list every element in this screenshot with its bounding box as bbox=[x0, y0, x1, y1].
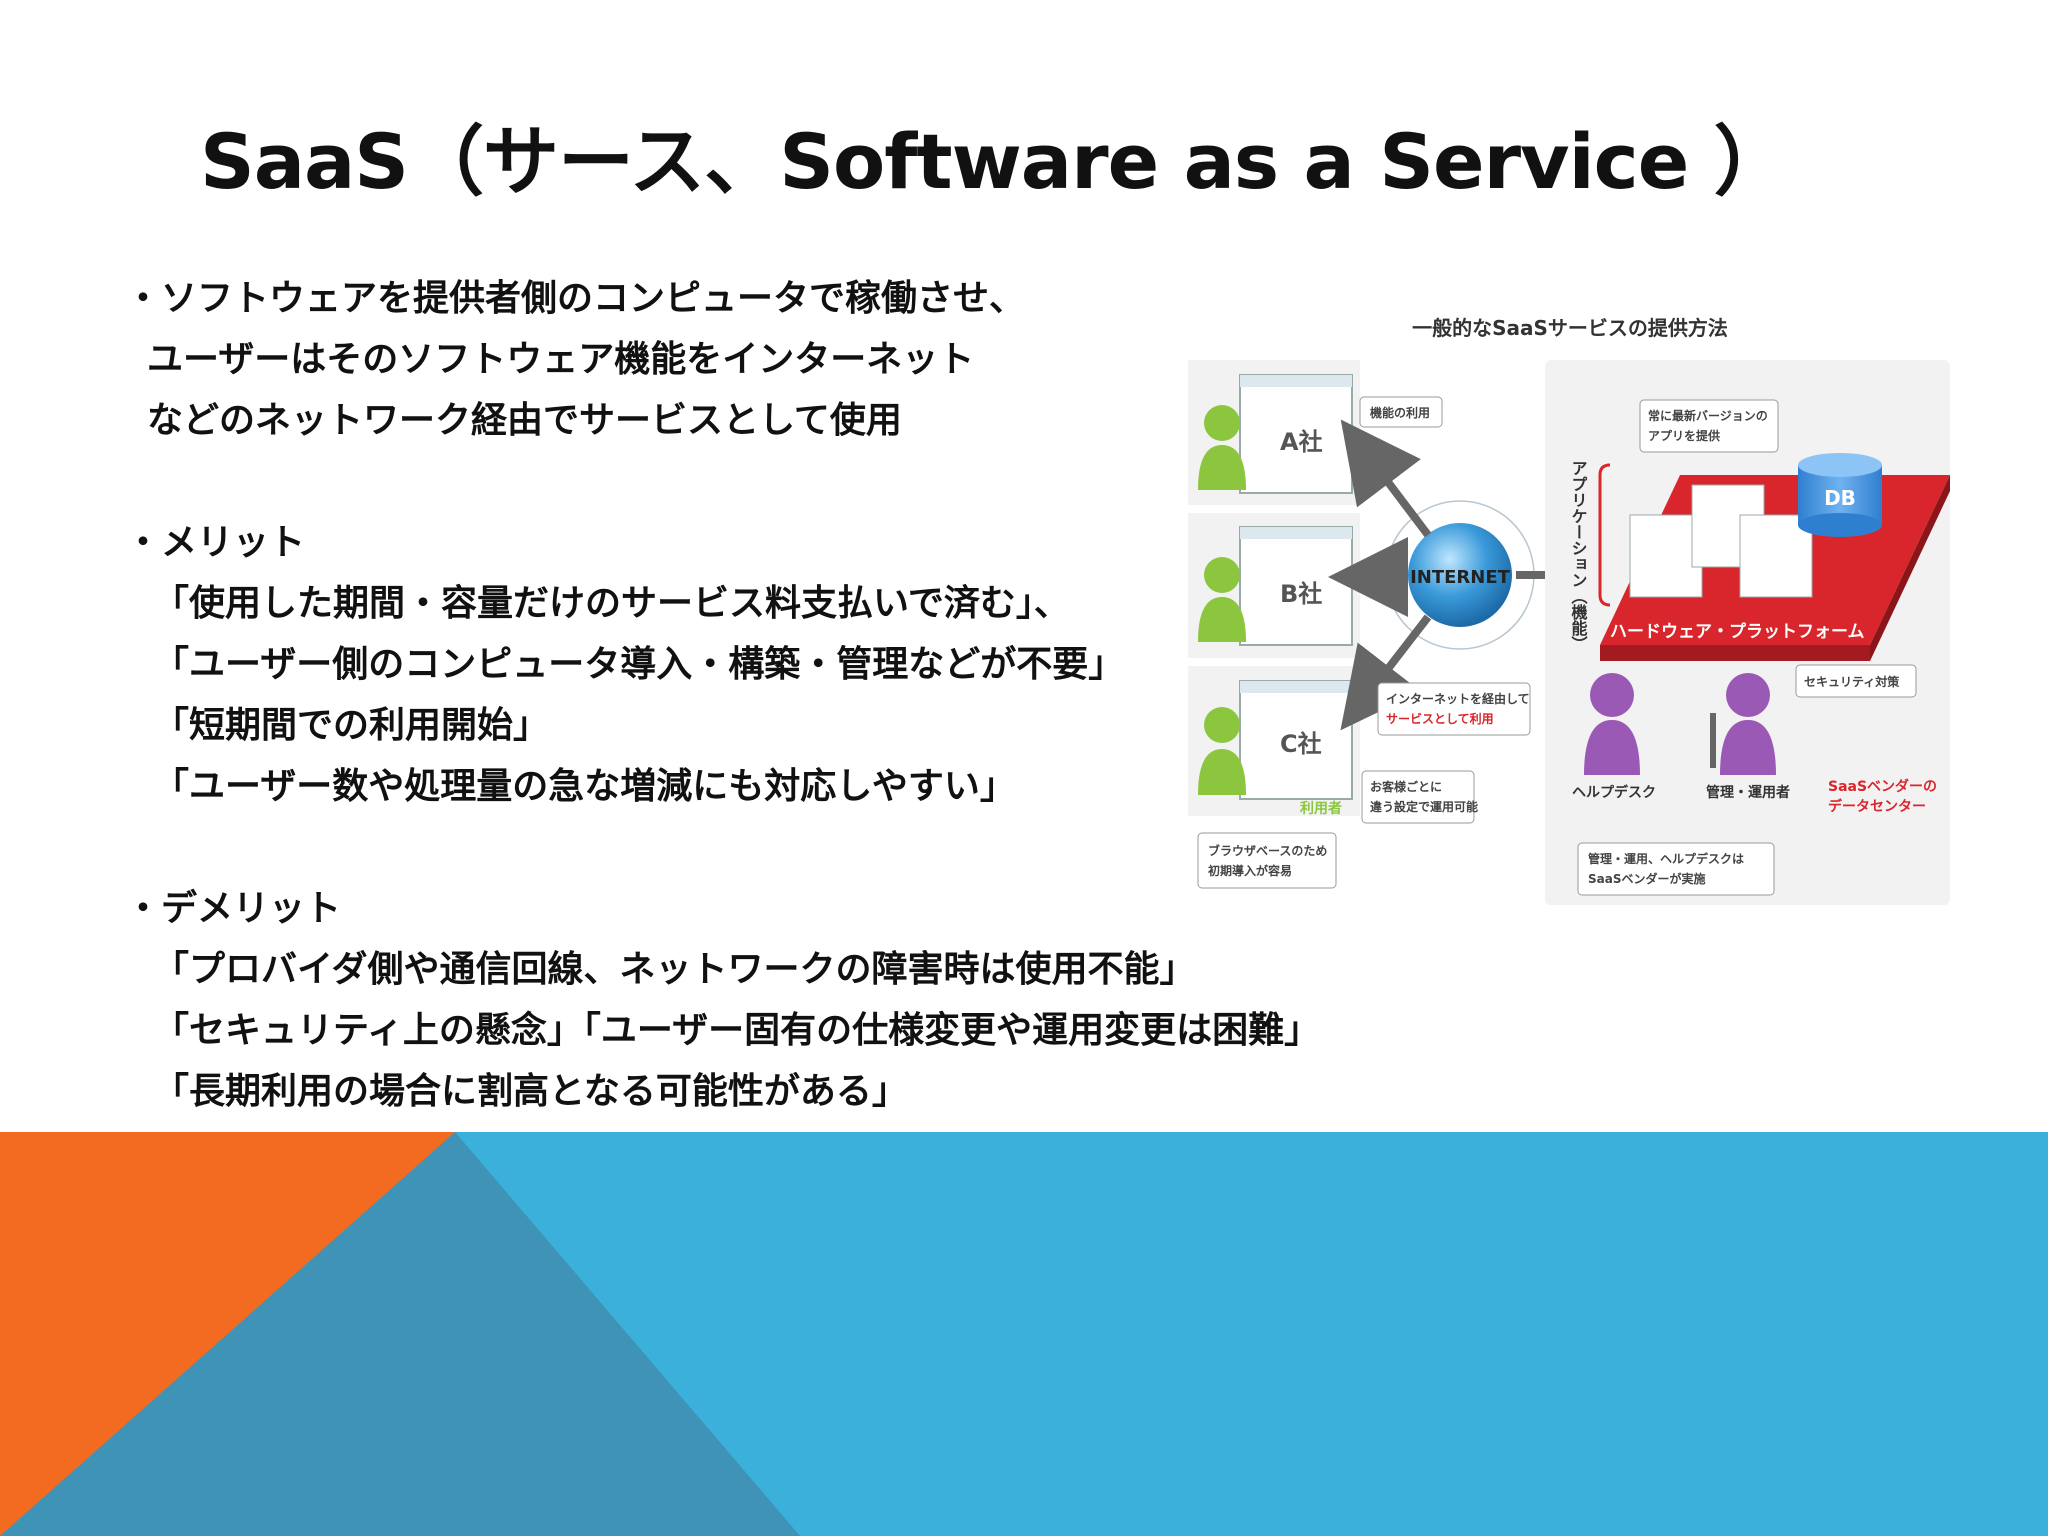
arrow-to-a bbox=[1340, 419, 1432, 538]
callout-ops bbox=[1577, 842, 1775, 896]
app-window bbox=[1739, 514, 1813, 598]
callout-ops-line-2: SaaSベンダーが実施 bbox=[1588, 871, 1705, 886]
wrench-icon bbox=[1710, 713, 1716, 768]
company-b: B社 bbox=[1198, 526, 1353, 646]
merit-item: 「ユーザー側のコンピュータ導入・構築・管理などが不要」 bbox=[153, 644, 1125, 685]
platform-side bbox=[1870, 475, 1950, 661]
platform-label: ハードウェア・プラットフォーム bbox=[1610, 621, 1865, 642]
callout-latest bbox=[1639, 399, 1779, 453]
callout-settings-line-1: お客様ごとに bbox=[1370, 779, 1442, 794]
user-label: 利用者 bbox=[1300, 800, 1342, 817]
company-a-label: A社 bbox=[1280, 428, 1323, 456]
body-text: ・ソフトウェアを提供者側のコンピュータで稼働させ、 ユーザーはそのソフトウェア機… bbox=[125, 268, 1325, 1122]
callout-settings bbox=[1361, 770, 1475, 824]
internet-label: INTERNET bbox=[1410, 567, 1511, 588]
company-c: C社 利用者 bbox=[1198, 680, 1353, 817]
ops-person: 管理・運用者 bbox=[1706, 673, 1790, 801]
company-c-label: C社 bbox=[1280, 730, 1322, 758]
callout-internet bbox=[1377, 682, 1531, 736]
saas-diagram: 一般的なSaaSサービスの提供方法 A社 B社 C社 利用者 bbox=[1180, 305, 1960, 905]
company-b-label: B社 bbox=[1280, 580, 1322, 608]
callout-browser-line-1: ブラウザベースのため bbox=[1208, 843, 1327, 858]
db-icon: DB bbox=[1798, 453, 1882, 537]
globe-icon bbox=[1408, 523, 1512, 627]
definition-line-1: ・ソフトウェアを提供者側のコンピュータで稼働させ、 bbox=[125, 278, 1026, 319]
merits-heading: ・メリット bbox=[125, 522, 306, 563]
merit-item: 「短期間での利用開始」 bbox=[153, 705, 550, 746]
vendor-label-line-1: SaaSベンダーの bbox=[1828, 778, 1937, 795]
helpdesk-label: ヘルプデスク bbox=[1572, 784, 1656, 801]
diagram-caption: 一般的なSaaSサービスの提供方法 bbox=[1412, 316, 1728, 340]
callout-settings-line-2: 違う設定で運用可能 bbox=[1370, 799, 1478, 814]
helpdesk-person: ヘルプデスク bbox=[1572, 673, 1656, 801]
definition-line-2: ユーザーはそのソフトウェア機能をインターネット bbox=[147, 339, 975, 380]
merit-item: 「使用した期間・容量だけのサービス料支払いで済む」、 bbox=[153, 583, 1070, 624]
demerit-item: 「プロバイダ側や通信回線、ネットワークの障害時は使用不能」 bbox=[153, 949, 1196, 990]
band-orange bbox=[0, 1132, 455, 1536]
app-label: アプリケーション（機能） bbox=[1569, 460, 1588, 652]
callout-feature-use-text: 機能の利用 bbox=[1370, 405, 1430, 420]
callout-ops-line-1: 管理・運用、ヘルプデスクは bbox=[1588, 851, 1744, 866]
ops-label: 管理・運用者 bbox=[1706, 784, 1790, 801]
merit-item: 「ユーザー数や処理量の急な増減にも対応しやすい」 bbox=[153, 766, 1016, 807]
callout-internet-line-1: インターネットを経由して bbox=[1386, 691, 1530, 706]
demerit-item: 「セキュリティ上の懸念」「ユーザー固有の仕様変更や運用変更は困難」 bbox=[153, 1010, 1321, 1051]
callout-browser bbox=[1197, 832, 1337, 889]
app-bracket bbox=[1598, 463, 1611, 607]
definition-line-3: などのネットワーク経由でサービスとして使用 bbox=[147, 400, 902, 441]
demerit-item: 「長期利用の場合に割高となる可能性がある」 bbox=[153, 1071, 908, 1112]
demerits-heading: ・デメリット bbox=[125, 888, 342, 929]
callout-internet-line-2: サービスとして利用 bbox=[1386, 711, 1494, 726]
callout-browser-line-2: 初期導入が容易 bbox=[1208, 863, 1292, 878]
arrow-to-c bbox=[1340, 614, 1432, 731]
callout-latest-line-2: アプリを提供 bbox=[1648, 428, 1720, 443]
vendor-label-line-2: データセンター bbox=[1828, 798, 1926, 815]
db-label: DB bbox=[1824, 486, 1856, 510]
security-label: セキュリティ対策 bbox=[1804, 674, 1900, 689]
callout-latest-line-1: 常に最新バージョンの bbox=[1648, 408, 1768, 423]
platform-edge bbox=[1600, 645, 1870, 661]
callout-security bbox=[1795, 664, 1917, 698]
bottom-decoration bbox=[0, 1132, 2048, 1536]
page-title: SaaS（サース、Software as a Service ） bbox=[200, 117, 1790, 206]
app-window bbox=[1629, 514, 1703, 598]
